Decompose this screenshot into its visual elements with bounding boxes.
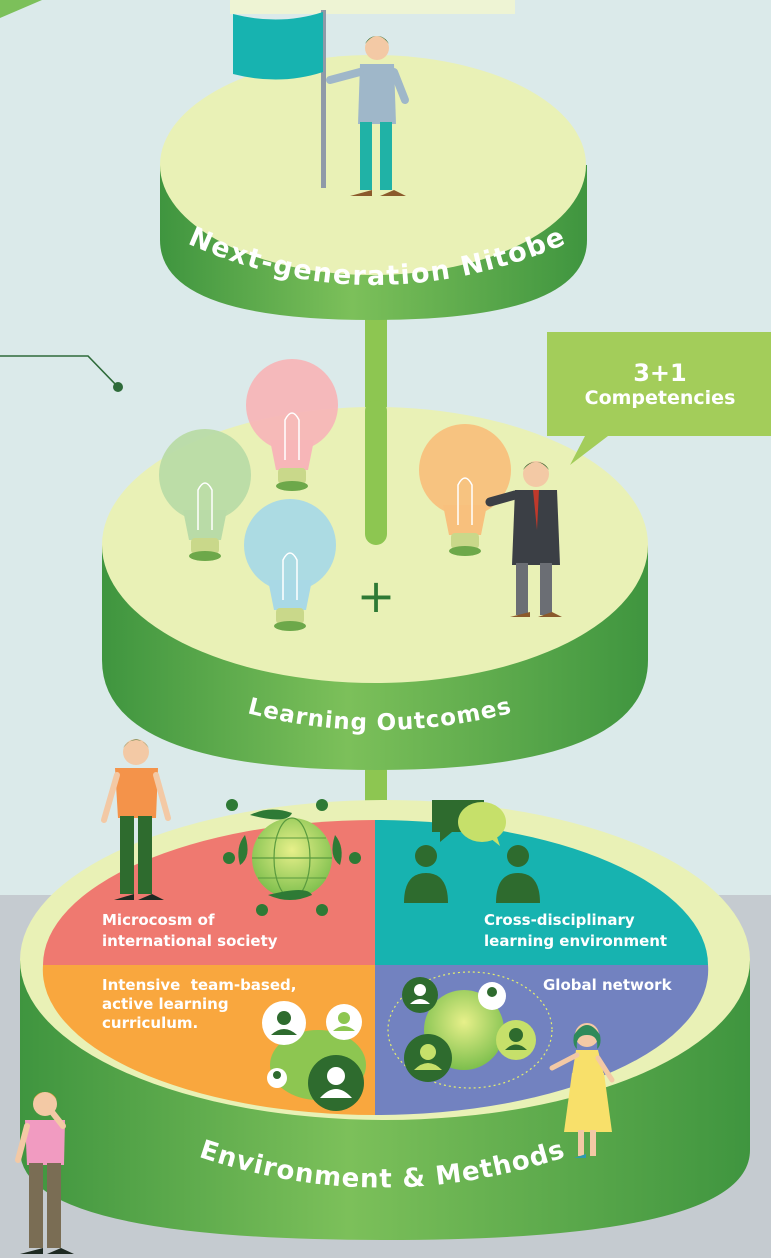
connector-line (0, 355, 119, 388)
lightbulb-icon (419, 424, 511, 556)
tier-bottom: Microcosm of international society Cross… (20, 799, 750, 1240)
tier-middle: + Learning Outcomes (102, 359, 648, 770)
person-icon (404, 845, 448, 903)
quadrant-label-cross-disciplinary: Cross-disciplinary learning environment (484, 911, 667, 950)
lightbulb-icon (244, 499, 336, 631)
lightbulb-icon (246, 359, 338, 491)
globe-icon (223, 799, 361, 916)
center-pole-mid (365, 400, 387, 545)
person-pink-shirt (15, 1092, 74, 1254)
teacher-figure (485, 461, 562, 617)
callout-text: Competencies (585, 387, 736, 409)
quadrant-label-team-based: Intensive team-based, active learning cu… (102, 976, 302, 1032)
corner-ribbon (0, 0, 42, 18)
quadrant-label-microcosm: Microcosm of international society (102, 911, 278, 950)
person-icon (496, 845, 540, 903)
globe-icon (387, 971, 553, 1089)
speech-bubble-icon (432, 800, 506, 846)
user-avatar-icon (262, 1001, 366, 1111)
competencies-callout: 3+1 Competencies (547, 332, 771, 465)
tier-top: Next-generation Nitobe (160, 10, 587, 320)
quadrant-label-global-network: Global network (543, 976, 673, 994)
plus-sign: + (357, 569, 396, 623)
person-with-flag (326, 36, 409, 196)
lightbulb-icon (159, 429, 251, 561)
top-banner-strip (230, 0, 515, 14)
person-yellow-dress (549, 1023, 615, 1158)
top-disc (160, 55, 586, 275)
callout-number: 3+1 (633, 359, 687, 387)
quadrant-teal (375, 820, 708, 965)
person-orange-shirt (101, 739, 171, 900)
flag-icon (233, 10, 326, 188)
connector-dot (113, 382, 123, 392)
